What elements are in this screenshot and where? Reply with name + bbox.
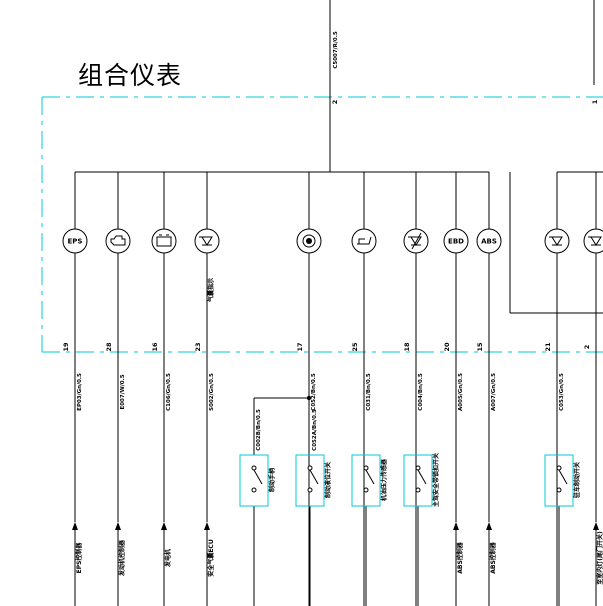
page-title: 组合仪表 [78, 61, 183, 90]
switches [239, 454, 574, 507]
pin-label-door: 18 [403, 342, 411, 352]
switch-blade-brakefluid [309, 469, 319, 485]
switch-contact-top-doorsw [415, 465, 421, 471]
arrow-eps [72, 522, 78, 530]
switch-contact-top-oilpress [363, 465, 369, 471]
indicator-abs-icon-label: ABS [481, 238, 497, 246]
diode-triangle-icon [551, 236, 563, 246]
wire-label-ebd: A005/Gn/0.5 [458, 373, 464, 411]
pin-label-right: 2 [583, 345, 591, 350]
feed-wire-label: C5007/R/0.5 [333, 31, 339, 69]
switch-blade-doorsw [417, 469, 427, 485]
destination-label-eps: EPS控制器 [75, 542, 83, 574]
switch-label-seatsw: 驻车制动开关 [573, 462, 581, 498]
switch-box-oilpress [351, 454, 381, 507]
wire-label-battery: C106/Gn/0.5 [166, 373, 172, 411]
switch-box-seatsw [544, 454, 574, 507]
feed-pin-label: 2 [331, 100, 339, 105]
diode-triangle-icon [410, 236, 422, 246]
destination-label-airbag: 安全气囊ECU [207, 539, 215, 577]
wire-label-eps: EP03/Gn/0.5 [77, 373, 83, 411]
indicator-abs-icon [476, 228, 502, 254]
indicator-oil-icon [351, 228, 377, 254]
destination-label-abs: ABS控制器 [489, 541, 497, 574]
arrow-engine [115, 522, 121, 530]
pin-label-brake: 17 [296, 342, 304, 351]
battery-icon [156, 236, 172, 247]
wires [72, 0, 603, 606]
switch-contact-top-handbrake [251, 465, 257, 471]
indicator-battery-icon [151, 228, 177, 254]
wire-label-seatbelt: C053/Gn/0.5 [559, 373, 565, 411]
pin-label-battery: 16 [151, 342, 159, 352]
arrow-battery [161, 522, 167, 530]
diode-slash-icon [411, 232, 422, 250]
indicator-airbag-icon [194, 228, 220, 254]
wire-label-door: C004/Bn/0.5 [418, 373, 424, 411]
side-label-airbag: 气囊指示 [207, 278, 215, 303]
arrow-ebd [453, 522, 459, 530]
diode-triangle-icon [590, 236, 602, 246]
brake-core-icon [306, 238, 312, 244]
indicator-icons [62, 228, 603, 254]
indicator-eps-icon [62, 228, 88, 254]
indicator-eps-icon-label: EPS [68, 238, 83, 246]
switch-contact-top-brakefluid [307, 465, 313, 471]
pin-label-ebd: 20 [443, 342, 451, 352]
switch-label-brakefluid: 制动液位开关 [324, 462, 332, 498]
engine-icon [110, 235, 126, 246]
switch-contact-bottom-doorsw [415, 487, 421, 493]
switch-label-oilpress: 机油压力传感器 [380, 458, 388, 501]
destination-label-battery: 发电机 [164, 549, 172, 568]
switch-wire-label-brakefluid: C052A/Bn/0.5 [312, 409, 318, 451]
indicator-seatbelt-icon [544, 228, 570, 254]
switch-contact-top-seatsw [556, 465, 562, 471]
pin-label-seatbelt: 21 [544, 342, 552, 352]
pin-label-eps: 19 [62, 342, 70, 352]
oil-can-icon [357, 236, 372, 245]
switch-box-brakefluid [295, 454, 325, 507]
pin-label-abs: 15 [476, 342, 484, 352]
switch-blade-oilpress [365, 469, 375, 485]
switch-label-handbrake: 制动手柄 [268, 468, 276, 492]
switch-box-doorsw [403, 454, 433, 507]
wire-label-engine: E007/W/0.5 [120, 374, 126, 409]
switch-contact-bottom-brakefluid [307, 487, 313, 493]
arrow-abs [486, 522, 492, 530]
switch-blade-seatsw [558, 469, 568, 485]
indicator-ebd-icon [443, 228, 469, 254]
switch-contact-bottom-handbrake [251, 487, 257, 493]
switch-wire-label-handbrake: C002B/Bn/0.5 [256, 409, 262, 451]
destination-label-engine: 发动机控制器 [118, 539, 126, 577]
arrow-right [593, 522, 599, 530]
indicator-engine-icon [105, 228, 131, 254]
wire-label-abs: A007/Gn/0.5 [491, 373, 497, 411]
pin-label-airbag: 23 [194, 342, 202, 351]
pin-label-oil: 25 [351, 342, 359, 352]
brake-icon [302, 234, 316, 248]
switch-label-doorsw: 主驾安全带锁扣开关 [432, 453, 440, 507]
switch-blade-handbrake [253, 469, 263, 485]
wire-label-brake: C052/Bn/0.5 [311, 373, 317, 411]
destination-label-right: 至室内灯(尾门开关) [596, 531, 603, 585]
destination-label-ebd: ABS控制器 [456, 541, 464, 574]
cluster-boundary [41, 96, 603, 353]
arrow-airbag [204, 522, 210, 530]
right-feed-pin-label: 1 [591, 99, 599, 104]
switch-contact-bottom-oilpress [363, 487, 369, 493]
switch-box-handbrake [239, 454, 269, 507]
switch-contact-bottom-seatsw [556, 487, 562, 493]
wire-label-airbag: S002/Gn/0.5 [209, 373, 215, 411]
pin-label-engine: 28 [105, 342, 113, 352]
indicator-ebd-icon-label: EBD [448, 238, 464, 246]
diode-triangle-icon [201, 236, 213, 246]
wire-label-oil: C031/Bn/0.5 [366, 373, 372, 411]
